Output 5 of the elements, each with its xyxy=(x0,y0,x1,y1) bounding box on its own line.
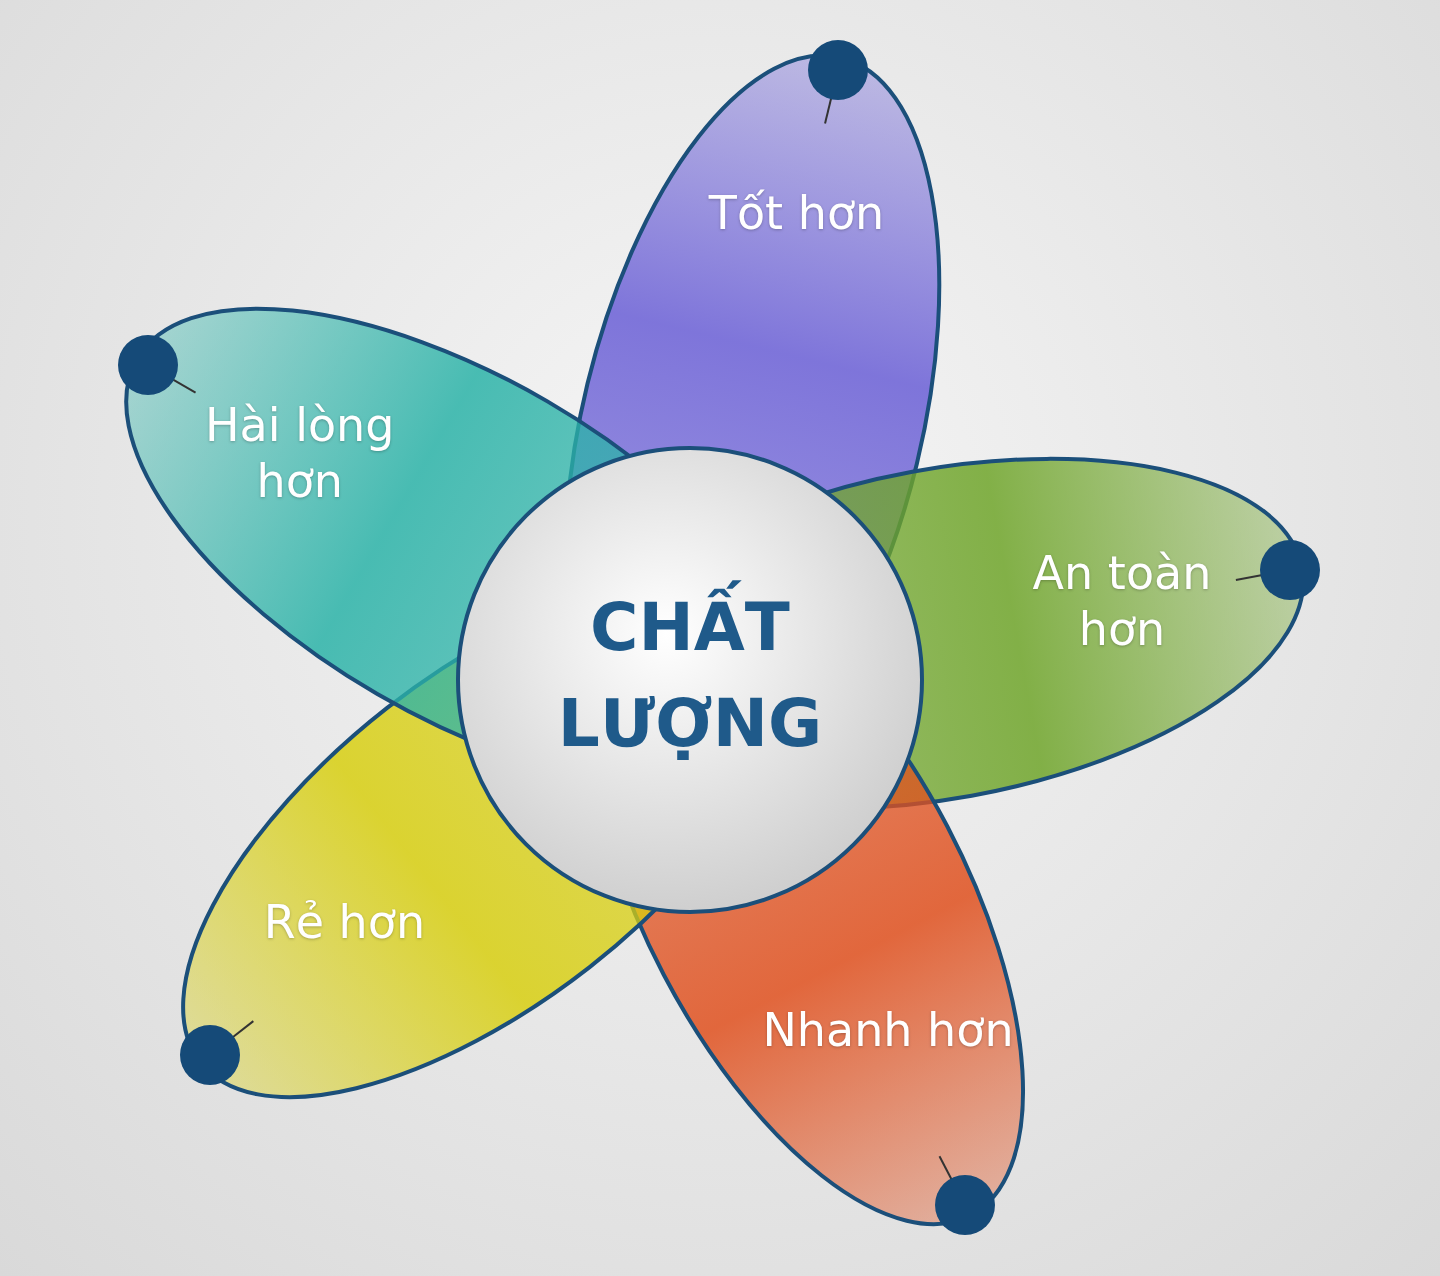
petal-label: Rẻ hơn xyxy=(214,894,475,950)
petal-label: Hài lòng hơn xyxy=(169,397,430,510)
petal-label: Tốt hơn xyxy=(666,184,927,241)
petal-label: Nhanh hơn xyxy=(758,1002,1018,1058)
petal-label: An toàn hơn xyxy=(992,544,1252,657)
